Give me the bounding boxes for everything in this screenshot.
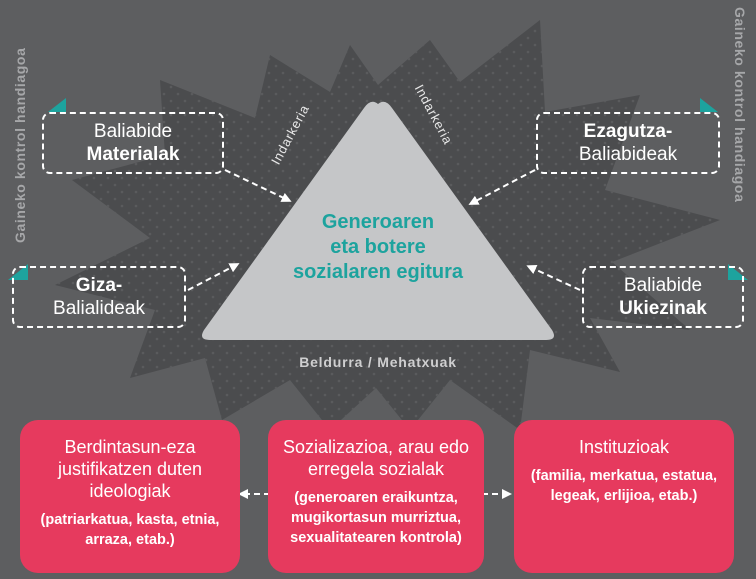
teal-corner-knowledge [700,98,718,112]
side-label-left: Gaineko kontrol handiagoa [12,47,28,243]
human-resources-line1: Giza- [75,275,123,296]
intangible-resources-line2: Ukiezinak [619,298,707,319]
fear-threats-label: Beldurra / Mehatxuak [299,354,457,370]
side-label-right: Gaineko kontrol handiagoa [732,7,748,203]
human-resources-line2: Balialideak [53,298,145,319]
material-resources-box: Baliabide Materialak [42,112,224,174]
knowledge-resources-line2: Baliabideak [578,144,678,165]
teal-corner-material [48,98,66,112]
ideologies-box: Berdintasun-eza justifikatzen duten ideo… [20,420,240,573]
intangible-resources-box: Baliabide Ukiezinak [582,266,744,328]
institutions-title: Instituzioak [578,437,670,457]
material-resources-line2: Materialak [86,144,180,165]
center-title-line3: sozialaren egitura [292,261,464,283]
socialization-box: Sozializazioa, arau edo erregela soziala… [268,420,484,573]
power-triangle [202,101,554,340]
arrow-human [187,263,240,291]
institutions-subtitle: (familia, merkatua, estatua, legeak, erl… [530,468,718,504]
arrow-knowledge [468,169,536,205]
center-title-line1: Generoaren [321,211,435,233]
human-resources-box: Giza- Balialideak [12,266,186,328]
socialization-title: Sozializazioa, arau edo erregela soziala… [282,437,470,479]
center-title: Generoaren eta botere sozialaren egitura [278,210,478,285]
arrow-material [224,169,292,202]
material-resources-line1: Baliabide [93,121,173,142]
intangible-resources-line1: Baliabide [623,275,703,296]
knowledge-resources-box: Ezagutza- Baliabideak [536,112,720,174]
institutions-box: Instituzioak (familia, merkatua, estatua… [514,420,734,573]
knowledge-resources-line1: Ezagutza- [583,121,673,142]
arrow-intangible [526,264,581,291]
center-title-line2: eta botere [330,236,426,258]
ideologies-subtitle: (patriarkatua, kasta, etnia, arraza, eta… [40,512,220,548]
socialization-subtitle: (generoaren eraikuntza, mugikortasun mur… [290,490,462,546]
ideologies-title: Berdintasun-eza justifikatzen duten ideo… [57,437,203,501]
